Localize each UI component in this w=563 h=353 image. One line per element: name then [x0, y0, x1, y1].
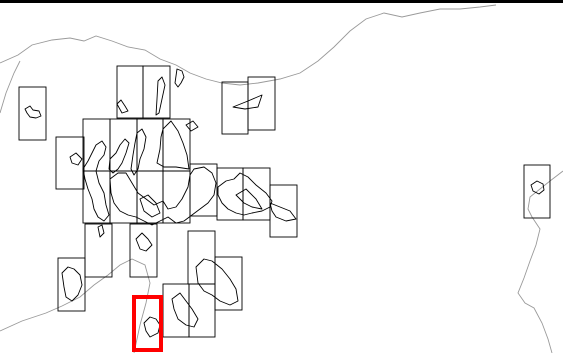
- tile-southwest[interactable]: [57, 257, 86, 312]
- parcel-main-central-coast: [108, 138, 130, 174]
- tile-grid-r2c2[interactable]: [109, 170, 138, 224]
- tile-grid-r1c4[interactable]: [162, 118, 191, 172]
- tile-grid-r2c1[interactable]: [82, 170, 111, 224]
- tile-south-1[interactable]: [84, 223, 113, 278]
- tile-west-isolated[interactable]: [18, 86, 47, 141]
- tile-south-2[interactable]: [129, 223, 158, 278]
- parcel-west-isolated: [24, 105, 42, 119]
- tile-grid-r2c4[interactable]: [162, 170, 191, 224]
- tile-south-4[interactable]: [214, 256, 243, 311]
- parcel-main-east-triangle: [156, 120, 190, 170]
- tile-south-3[interactable]: [187, 230, 216, 285]
- parcel-south-3: [195, 258, 239, 306]
- tile-west-mid[interactable]: [55, 136, 85, 190]
- parcel-east-ridge: [235, 188, 263, 210]
- parcel-north-2: [155, 76, 166, 116]
- tile-north-2[interactable]: [142, 65, 171, 119]
- parcel-northeast-strip: [232, 94, 263, 110]
- parcel-main-west-coast: [82, 140, 110, 222]
- parcel-far-east-islet: [530, 180, 545, 195]
- tile-northeast-2[interactable]: [247, 76, 276, 131]
- parcel-south-1: [97, 224, 105, 238]
- tile-south-5[interactable]: [162, 283, 190, 338]
- map-canvas[interactable]: [0, 3, 563, 353]
- parcel-southwest: [61, 266, 83, 302]
- parcel-main-southern-mass: [109, 166, 217, 226]
- parcel-islet-east-grid: [185, 120, 199, 132]
- parcel-main-west-inlet: [69, 152, 83, 166]
- coastline-southwest: [0, 258, 151, 353]
- parcel-east-complex: [217, 172, 273, 216]
- parcel-north-1: [116, 99, 129, 114]
- tile-grid-r1c3[interactable]: [136, 118, 164, 172]
- parcel-main-inner-lobe: [139, 194, 161, 218]
- tile-northeast-1[interactable]: [221, 81, 249, 135]
- parcel-main-central-spine: [130, 128, 147, 176]
- tile-grid-r1c2[interactable]: [109, 118, 138, 172]
- parcel-south-2: [135, 232, 153, 252]
- tile-east-3[interactable]: [269, 184, 298, 238]
- parcel-north-islet: [174, 68, 185, 88]
- tile-far-east[interactable]: [523, 164, 551, 219]
- parcel-east-tail: [269, 202, 297, 222]
- coastline-east: [517, 170, 563, 353]
- tile-south-selected[interactable]: [132, 295, 163, 352]
- coastline-west: [0, 60, 21, 114]
- parcel-south-5: [171, 292, 199, 328]
- tile-central-east[interactable]: [189, 163, 218, 217]
- parcel-selected-islet: [143, 316, 161, 338]
- coastline-north: [0, 4, 497, 86]
- tile-south-6[interactable]: [188, 283, 216, 338]
- tile-east-1[interactable]: [216, 167, 244, 221]
